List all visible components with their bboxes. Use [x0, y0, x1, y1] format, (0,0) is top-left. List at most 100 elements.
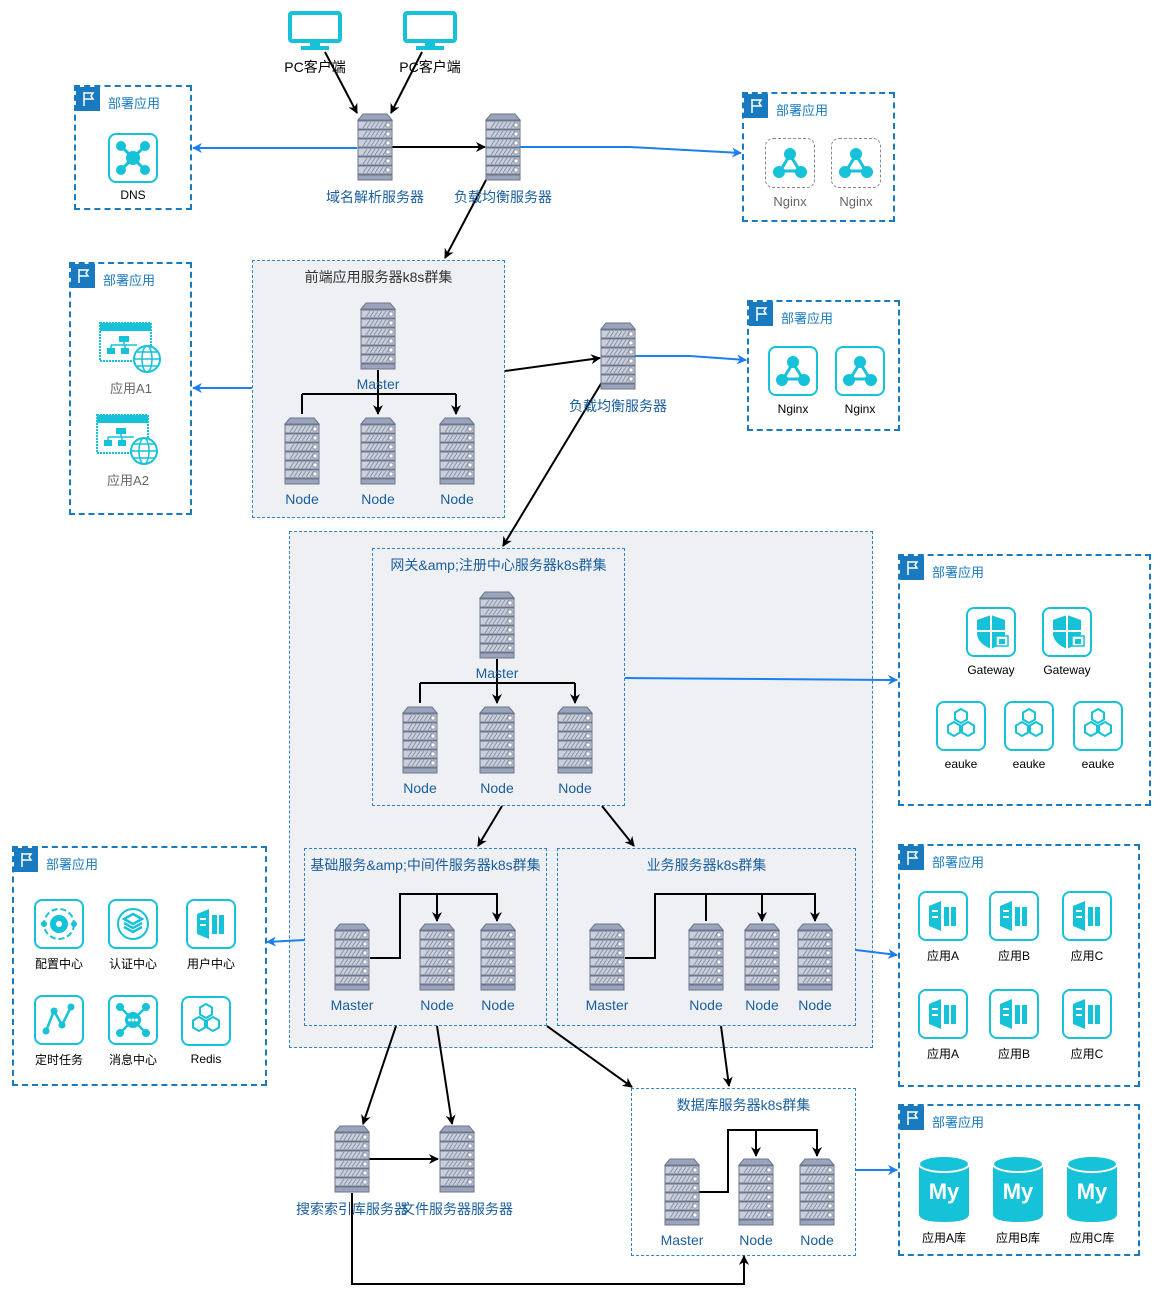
monitor-icon [403, 11, 457, 51]
server-icon [484, 113, 522, 181]
app-module-icon [989, 891, 1039, 941]
server-icon [663, 1158, 701, 1226]
db-label: 应用C库 [1069, 1231, 1115, 1245]
redis-icon [181, 996, 231, 1046]
front-node-label: Node [361, 491, 395, 507]
server-icon [743, 923, 781, 991]
service-label: 认证中心 [108, 957, 158, 971]
app-module-icon [1062, 989, 1112, 1039]
server-icon [438, 417, 476, 485]
blue-connectors [192, 143, 898, 1175]
service-label: Redis [190, 1052, 222, 1066]
edge-lb2-gateway [502, 381, 603, 547]
front-master-label: Master [356, 376, 400, 392]
edge-base-search [361, 1025, 397, 1125]
flag-icon [14, 848, 38, 872]
edge-gw-biz [601, 805, 635, 847]
gw-node-label: Node [480, 780, 514, 796]
dns-label: DNS [120, 188, 146, 202]
dns-icon [108, 133, 158, 183]
base-node-label: Node [481, 997, 515, 1013]
server-icon [418, 923, 456, 991]
flag-icon [900, 846, 924, 870]
auth-center-icon [108, 899, 158, 949]
deploy-box-apps: 部署应用 [69, 262, 192, 515]
deploy-box-dns: 部署应用 [74, 85, 192, 210]
server-icon [737, 1158, 775, 1226]
server-icon [796, 923, 834, 991]
deploy-title: 部署应用 [932, 1115, 985, 1130]
search-server-label: 搜索索引库服务器 [296, 1201, 408, 1217]
server-icon [588, 923, 626, 991]
biz-node-label: Node [798, 997, 832, 1013]
edge-base-db [546, 1025, 633, 1088]
lb2-server-label: 负载均衡服务器 [569, 398, 667, 414]
web-app-icon [99, 322, 163, 374]
deploy-title: 部署应用 [46, 857, 99, 872]
edge-gw-base [477, 805, 503, 847]
db-node-label: Node [739, 1232, 773, 1248]
svg-text:My: My [929, 1179, 960, 1204]
nginx-icon [768, 346, 818, 396]
deploy-box-middleware: 部署应用 [12, 846, 267, 1086]
server-icon [478, 706, 516, 774]
server-icon [478, 591, 516, 659]
deploy-box-biz: 部署应用 [898, 844, 1140, 1087]
server-icon [687, 923, 725, 991]
nginx-icon [765, 138, 815, 188]
service-label: 定时任务 [34, 1053, 84, 1067]
server-icon [479, 923, 517, 991]
deploy-title: 部署应用 [776, 103, 829, 118]
gateway-label: Gateway [967, 663, 1015, 677]
base-master-label: Master [330, 997, 374, 1013]
black-connectors [301, 51, 822, 1285]
db-label: 应用B库 [995, 1231, 1041, 1245]
gateway-icon [966, 607, 1016, 657]
edge-gw-deploy [624, 674, 898, 685]
app-module-icon [918, 891, 968, 941]
flag-icon [744, 94, 768, 118]
hexagon-cluster-icon [936, 701, 986, 751]
biz-app-label: 应用B [997, 1047, 1031, 1061]
edge-biz-master-nodes [625, 893, 820, 959]
db-node-label: Node [800, 1232, 834, 1248]
lb-server-label: 负载均衡服务器 [454, 189, 552, 205]
edge-biz-db [720, 1025, 733, 1087]
mysql-icon: My [1066, 1155, 1118, 1223]
nginx-label: Nginx [844, 402, 876, 416]
biz-master-label: Master [585, 997, 629, 1013]
biz-app-label: 应用A [926, 1047, 960, 1061]
nginx-label: Nginx [839, 194, 873, 209]
edge-base-file [436, 1025, 456, 1125]
edge-base-master-nodes [370, 893, 502, 959]
gw-node-label: Node [403, 780, 437, 796]
biz-app-label: 应用A [926, 949, 960, 963]
pc-client-label: PC客户端 [399, 59, 461, 75]
monitor-icon [288, 11, 342, 51]
front-node-label: Node [285, 491, 319, 507]
base-cluster-title: 基础服务&amp;中间件服务器k8s群集 [310, 857, 541, 873]
app-module-icon [918, 989, 968, 1039]
edge-pc2-dns [390, 51, 423, 114]
server-icon [798, 1158, 836, 1226]
gateway-cluster-title: 网关&amp;注册中心服务器k8s群集 [390, 557, 607, 573]
edge-base-deploy [266, 936, 305, 947]
db-label: 应用A库 [921, 1231, 967, 1245]
biz-app-label: 应用C [1070, 949, 1104, 963]
deploy-title: 部署应用 [108, 96, 161, 111]
biz-app-label: 应用C [1070, 1047, 1104, 1061]
server-icon [356, 113, 394, 181]
server-icon [359, 302, 397, 370]
server-icon [333, 923, 371, 991]
edge-db-master-nodes [698, 1129, 822, 1193]
app-label: 应用A2 [107, 473, 149, 488]
gw-master-label: Master [475, 665, 519, 681]
hexagon-cluster-icon [1004, 701, 1054, 751]
biz-node-label: Node [689, 997, 723, 1013]
mysql-icon: My [992, 1155, 1044, 1223]
app-module-icon [989, 989, 1039, 1039]
edge-lb-nginx [519, 146, 742, 158]
svg-text:My: My [1077, 1179, 1108, 1204]
service-label: 用户中心 [186, 957, 236, 971]
